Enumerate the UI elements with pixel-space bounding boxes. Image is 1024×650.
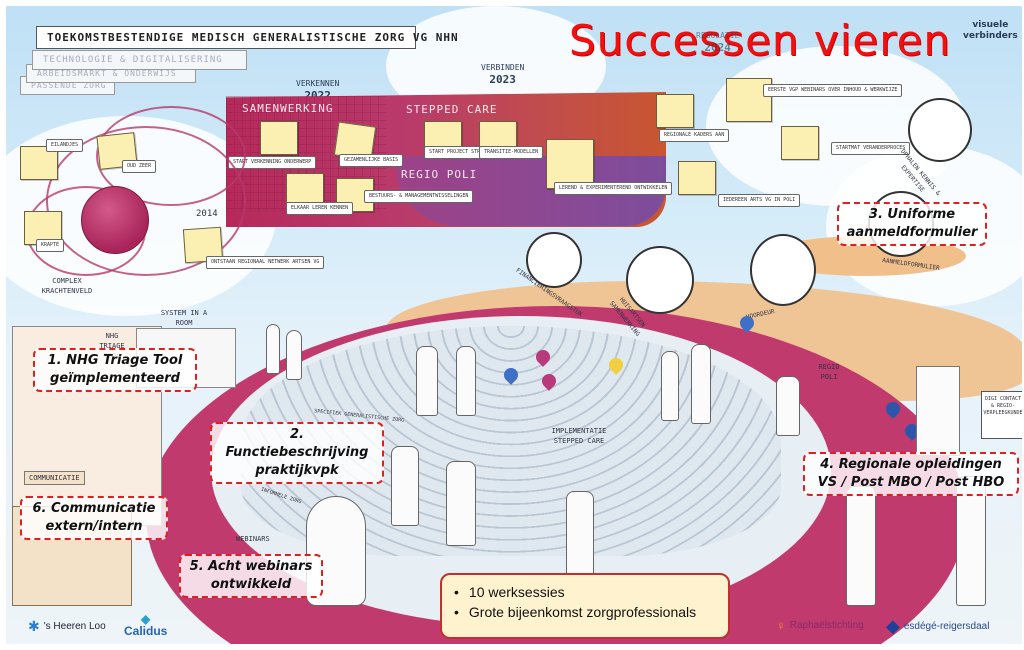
callout-line: 2. Functiebeschrijving	[225, 427, 369, 460]
webinars-label: WEBINARS	[236, 535, 270, 543]
callout-1-nhg-triage: 1. NHG Triage Tool geïmplementeerd	[33, 348, 197, 392]
door-circle-icon	[750, 234, 816, 306]
calidus-building	[916, 366, 960, 456]
yarn-strand	[96, 106, 246, 206]
sticky-note	[656, 94, 694, 128]
yarn-ball-icon	[81, 186, 149, 254]
tag-eilandjes: EILANDJES	[46, 139, 84, 152]
tag-elkaar-leren-kennen: ELKAAR LEREN KENNEN	[286, 202, 354, 215]
callout-line: aanmeldformulier	[846, 225, 978, 240]
molecule-icon: ✱	[28, 618, 40, 634]
tag-gezamenlijke-basis: GEZAMENLIJKE BASIS	[339, 154, 404, 167]
logo-calidus: ◆ Calidus	[124, 612, 168, 638]
plaque-technologie: TECHNOLOGIE & DIGITALISERING	[32, 50, 247, 70]
callout-5-acht-webinars: 5. Acht webinars ontwikkeld	[179, 554, 323, 598]
brand-line-2: verbinders	[963, 31, 1018, 41]
digi-contact-label: DIGI CONTACT & REGIO-VERPLEEGKUNDE	[983, 396, 1022, 416]
callout-line: ontwikkeld	[210, 577, 292, 592]
tag-eerste-webinars: EERSTE VGP WEBINARS OVER INHOUD & WERKWI…	[763, 84, 903, 97]
tag-iedereen-arts: IEDEREEN ARTS VG IN POLI	[718, 194, 801, 207]
band-label-regio-poli: REGIO POLI	[401, 168, 478, 181]
person-figure	[446, 461, 476, 546]
callout-4-regionale-opleidingen: 4. Regionale opleidingen VS / Post MBO /…	[803, 452, 1019, 496]
digi-contact-sign	[981, 391, 1022, 439]
tag-lerend-experimenterend: LEREND & EXPERIMENTEREND ONTWIKKELEN	[554, 182, 673, 195]
sticky-note	[286, 173, 324, 207]
main-title-plaque: TOEKOMSTBESTENDIGE MEDISCH GENERALISTISC…	[36, 26, 458, 49]
visuele-verbinders-logo: visuele verbinders	[963, 20, 1018, 42]
callout-line: geïmplementeerd	[50, 371, 180, 386]
logo-text: Raphaëlstichting	[789, 620, 864, 631]
year-2014: 2014	[196, 209, 218, 219]
tag-ontstaan-netwerk: ONTSTAAN REGIONAAL NETWERK ARTSEN VG	[206, 256, 325, 269]
callout-line: 1. NHG Triage Tool	[47, 353, 183, 368]
tag-startmat-veranderproces: STARTMAT VERANDERPROCES	[831, 142, 911, 155]
person-figure	[776, 376, 800, 436]
brand-line-1: visuele	[972, 20, 1009, 30]
tag-start-verkenning: START VERKENNING ONDERWERP	[228, 156, 317, 169]
brain-circle-icon	[908, 98, 972, 162]
callout-line: 6. Communicatie	[32, 501, 156, 516]
figure-icon: ♀	[776, 618, 786, 633]
sticky-note	[678, 161, 716, 195]
bird-icon: ◆	[141, 612, 151, 626]
callout-line: 4. Regionale opleidingen	[820, 457, 1002, 472]
sticky-note	[260, 121, 298, 155]
callout-6-communicatie: 6. Communicatie extern/intern	[20, 496, 168, 540]
person-figure	[566, 491, 594, 581]
person-figure	[456, 346, 476, 416]
tag-bestuurswisselingen: BESTUURS- & MANAGEMENTWISSELINGEN	[364, 190, 474, 203]
person-figure	[691, 344, 711, 424]
wheelchair-person	[306, 496, 366, 606]
house-circle-icon	[626, 246, 694, 314]
diamond-icon: ◆	[886, 616, 900, 636]
sticky-note	[546, 139, 594, 189]
slogan-successen-vieren: Successen vieren	[569, 16, 952, 65]
sticky-note	[781, 126, 819, 160]
logo-text: Calidus	[124, 624, 168, 638]
person-figure	[846, 486, 876, 606]
tag-krapte: KRAPTE	[36, 239, 65, 252]
logo-text: esdégé-reigersdaal	[903, 621, 990, 632]
callout-2-functiebeschrijving: 2. Functiebeschrijving praktijkvpk	[210, 422, 384, 484]
callout-line: VS / Post MBO / Post HBO	[817, 475, 1005, 490]
callout-line: praktijkvpk	[255, 463, 339, 478]
callout-line: 5. Acht webinars	[189, 559, 313, 574]
callout-3-aanmeldformulier: 3. Uniforme aanmeldformulier	[837, 202, 987, 246]
infographic-canvas: PASSENDE ZORG ARBEIDSMARKT & ONDERWIJS T…	[6, 6, 1022, 644]
person-figure	[956, 476, 986, 606]
person-figure	[416, 346, 438, 416]
complex-krachtenveld-label: COMPLEX KRACHTENVELD	[41, 277, 93, 295]
summary-bullets: 10 werksessies Grote bijeenkomst zorgpro…	[440, 573, 730, 639]
bullet-item: Grote bijeenkomst zorgprofessionals	[454, 602, 716, 622]
logo-text: 's Heeren Loo	[43, 621, 106, 632]
tag-transitiemodellen: TRANSITIE-MODELLEN	[479, 146, 544, 159]
band-label-samenwerking: SAMENWERKING	[242, 102, 334, 115]
band-label-stepped-care: STEPPED CARE	[406, 103, 498, 116]
tag-oud-zeer: OUD ZEER	[122, 160, 157, 173]
logo-sheeren-loo: ✱ 's Heeren Loo	[28, 618, 106, 635]
person-figure	[286, 330, 302, 380]
tag-regionale-kaders: REGIONALE KADERS AAN	[659, 129, 730, 142]
person-figure	[266, 324, 280, 374]
person-figure	[391, 446, 419, 526]
money-bag-circle-icon	[526, 232, 582, 288]
implementatie-stepped-care-label: IMPLEMENTATIE STEPPED CARE	[551, 427, 607, 445]
logo-raphaelstichting: ♀ Raphaëlstichting	[776, 618, 864, 633]
system-in-a-room-label: SYSTEM IN A ROOM	[160, 309, 208, 327]
regio-poli-label: REGIO POLI	[818, 363, 840, 381]
callout-line: 3. Uniforme	[868, 207, 956, 222]
bullet-item: 10 werksessies	[454, 582, 716, 602]
callout-line: extern/intern	[45, 519, 143, 534]
person-figure	[661, 351, 679, 421]
communicatie-sign: COMMUNICATIE	[24, 471, 85, 485]
logo-esdege-reigersdaal: ◆ esdégé-reigersdaal	[886, 616, 989, 637]
